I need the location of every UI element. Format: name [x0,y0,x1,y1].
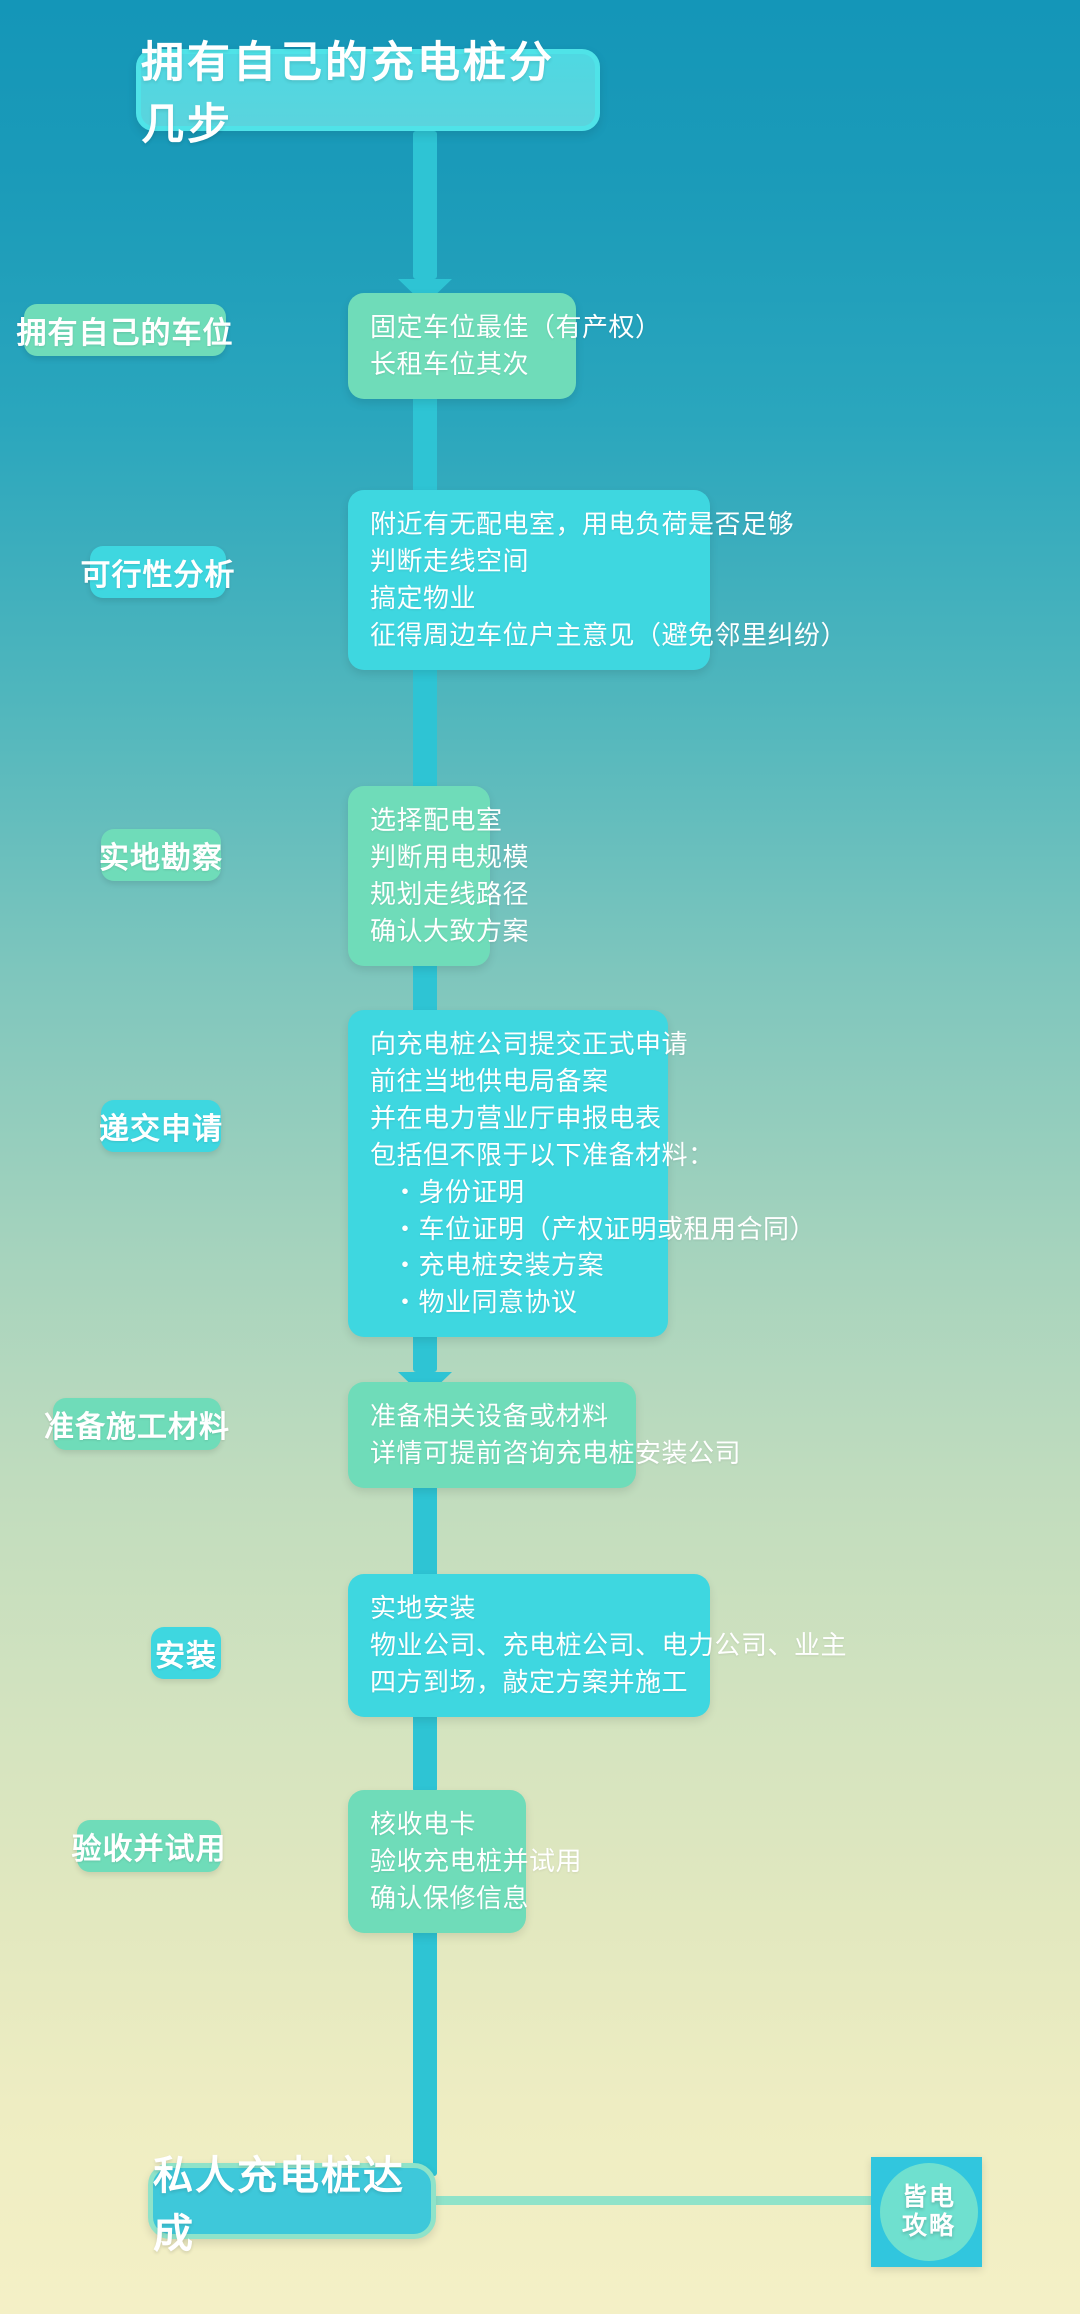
poster-title: 拥有自己的充电桩分几步 [136,39,600,149]
step-card-7-line-3: 确认保修信息 [370,1882,530,1913]
step-card-4-line-4: 包括但不限于以下准备材料： [370,1139,715,1170]
step-card-4-line-7: ・充电桩安装方案 [392,1250,605,1281]
flow-spine-segment-title [413,131,437,279]
final-connector-line [432,2196,884,2205]
step-card-4-line-5: ・身份证明 [392,1176,525,1207]
brand-line-2: 攻略 [901,2212,956,2240]
step-label-6: 安装 [151,1627,221,1679]
step-card-1-line-1: 固定车位最佳（有产权） [370,312,662,342]
step-label-4-text: 递交申请 [99,1113,223,1146]
brand-line-1: 皆电 [901,2182,956,2211]
step-label-3-text: 实地勘察 [99,842,223,875]
step-card-2-line-1: 附近有无配电室，用电负荷是否足够 [370,509,795,539]
step-label-5: 准备施工材料 [44,1398,229,1450]
step-label-5-text: 准备施工材料 [44,1411,230,1444]
brand-badge: 皆电 攻略 [880,2163,978,2261]
step-label-1-text: 拥有自己的车位 [16,317,234,350]
step-card-2-line-4: 征得周边车位户主意见（避免邻里纠纷） [370,619,848,650]
step-card-3-line-2: 判断用电规模 [370,841,530,872]
step-card-3: 选择配电室 判断用电规模 规划走线路径 确认大致方案 [348,786,530,966]
step-card-4-line-1: 向充电桩公司提交正式申请 [370,1029,689,1059]
step-card-5-line-2: 详情可提前咨询充电桩安装公司 [370,1437,742,1468]
step-card-2-line-2: 判断走线空间 [370,545,530,576]
step-card-6-line-3: 四方到场，敲定方案并施工 [370,1666,689,1697]
step-card-4-line-8: ・物业同意协议 [392,1287,578,1318]
step-card-5: 准备相关设备或材料 详情可提前咨询充电桩安装公司 [348,1382,742,1488]
final-result-text: 私人充电桩达成 [153,2154,405,2256]
step-card-6: 实地安装 物业公司、充电桩公司、电力公司、业主 四方到场，敲定方案并施工 [348,1574,848,1717]
step-label-7-text: 验收并试用 [71,1833,227,1866]
step-card-4: 向充电桩公司提交正式申请 前往当地供电局备案 并在电力营业厅申报电表 包括但不限… [348,1010,817,1338]
step-card-3-line-1: 选择配电室 [370,805,503,835]
step-card-2-line-3: 搞定物业 [370,582,477,613]
step-label-2-text: 可行性分析 [80,559,236,592]
final-result-pill: 私人充电桩达成 [148,2154,436,2256]
step-label-7: 验收并试用 [72,1820,226,1872]
step-card-4-line-2: 前往当地供电局备案 [370,1065,609,1096]
step-label-4: 递交申请 [99,1100,223,1152]
step-card-3-line-3: 规划走线路径 [370,878,530,909]
step-card-3-line-4: 确认大致方案 [370,915,530,946]
step-card-6-line-2: 物业公司、充电桩公司、电力公司、业主 [370,1629,848,1660]
step-card-7-line-2: 验收充电桩并试用 [370,1845,583,1876]
step-card-1-line-2: 长租车位其次 [370,348,530,379]
poster-title-text: 拥有自己的充电桩分几步 [141,39,555,149]
step-label-6-text: 安装 [155,1640,217,1673]
step-card-2: 附近有无配电室，用电负荷是否足够 判断走线空间 搞定物业 征得周边车位户主意见（… [348,490,848,670]
step-label-2: 可行性分析 [81,546,235,598]
step-card-5-line-1: 准备相关设备或材料 [370,1401,609,1431]
step-card-6-line-1: 实地安装 [370,1593,477,1623]
step-label-1: 拥有自己的车位 [17,304,233,356]
step-card-7: 核收电卡 验收充电桩并试用 确认保修信息 [348,1790,583,1933]
step-label-3: 实地勘察 [99,829,223,881]
step-card-1: 固定车位最佳（有产权） 长租车位其次 [348,293,662,399]
step-card-4-line-3: 并在电力营业厅申报电表 [370,1102,662,1133]
step-card-4-line-6: ・车位证明（产权证明或租用合同） [392,1213,817,1244]
step-card-7-line-1: 核收电卡 [370,1809,477,1839]
